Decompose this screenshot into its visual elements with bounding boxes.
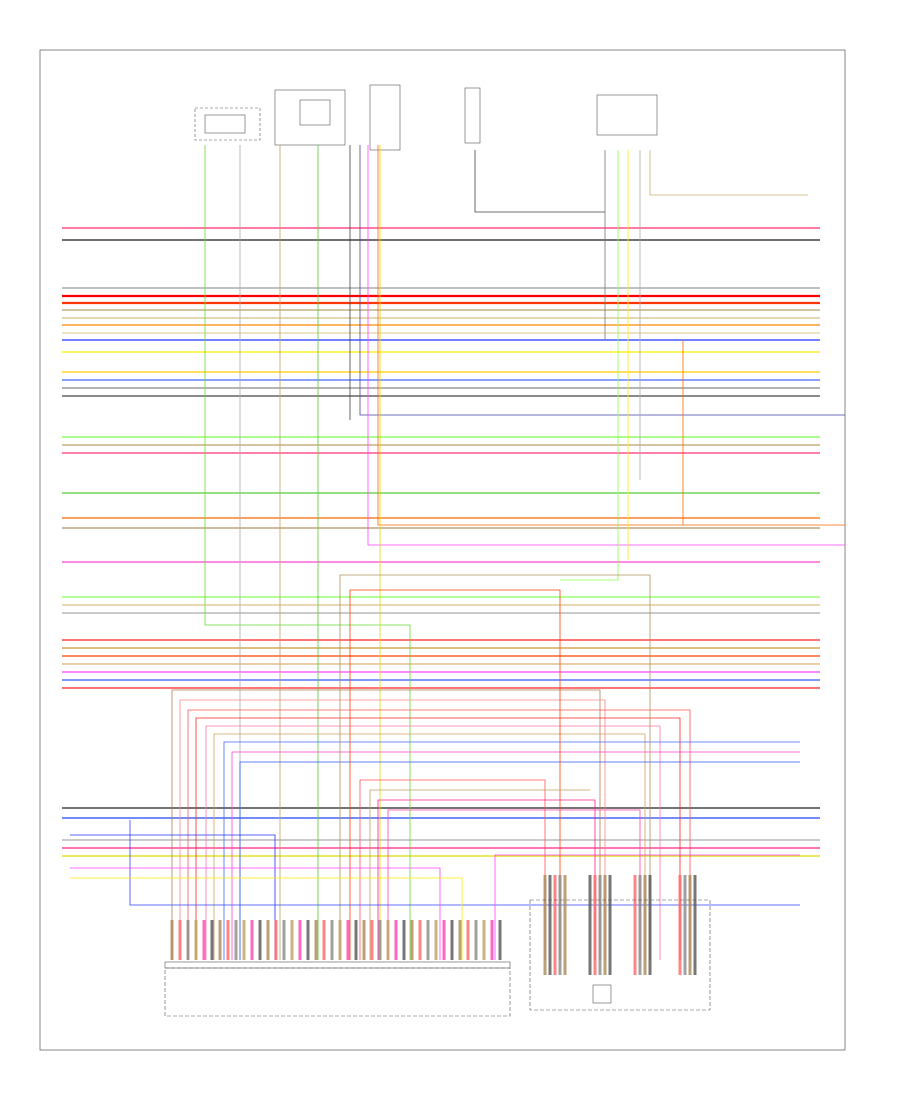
left-pin-37 — [466, 920, 470, 960]
right-pin-1 — [548, 875, 552, 975]
lower-bundle — [70, 574, 800, 960]
top-sensor-4 — [596, 94, 658, 136]
left-pin-2 — [186, 920, 190, 960]
left-pin-12 — [266, 920, 270, 960]
left-pin-3 — [194, 920, 198, 960]
right-pin-16 — [688, 875, 692, 975]
left-pin-15 — [290, 920, 294, 960]
top-sensor-2 — [274, 89, 346, 146]
right-pin-17 — [693, 875, 697, 975]
left-pin-19 — [322, 920, 326, 960]
left-pin-38 — [474, 920, 478, 960]
left-pin-1 — [178, 920, 182, 960]
left-pin-8 — [234, 920, 238, 960]
right-pin-13 — [648, 875, 652, 975]
left-pin-30 — [410, 920, 414, 960]
right-pin-11 — [638, 875, 642, 975]
left-pin-13 — [274, 920, 278, 960]
right-pin-9 — [608, 875, 612, 975]
top-sensor-3 — [369, 84, 481, 151]
left-pin-27 — [386, 920, 390, 960]
left-pin-33 — [434, 920, 438, 960]
diagram-frame — [39, 49, 846, 1051]
left-pin-21 — [338, 920, 342, 960]
left-pin-9 — [242, 920, 246, 960]
right-pin-0 — [543, 875, 547, 975]
left-pin-5 — [210, 920, 214, 960]
left-pin-28 — [394, 920, 398, 960]
left-pin-34 — [442, 920, 446, 960]
connector-pins-right — [529, 875, 711, 1011]
right-pin-7 — [598, 875, 602, 975]
left-pin-23 — [354, 920, 358, 960]
left-pin-22 — [346, 920, 350, 960]
top-sensor-1 — [194, 107, 261, 141]
left-pin-18 — [314, 920, 318, 960]
left-pin-7 — [226, 920, 230, 960]
left-pin-26 — [378, 920, 382, 960]
left-pin-14 — [282, 920, 286, 960]
left-pin-41 — [498, 920, 502, 960]
left-pin-25 — [370, 920, 374, 960]
left-pin-32 — [426, 920, 430, 960]
right-pin-2 — [553, 875, 557, 975]
left-pin-29 — [402, 920, 406, 960]
right-pin-5 — [588, 875, 592, 975]
right-pin-3 — [558, 875, 562, 975]
left-pin-10 — [250, 920, 254, 960]
left-pin-40 — [490, 920, 494, 960]
right-pin-12 — [643, 875, 647, 975]
left-pin-11 — [258, 920, 262, 960]
left-pin-6 — [218, 920, 222, 960]
left-pin-35 — [450, 920, 454, 960]
left-pin-0 — [170, 920, 174, 960]
left-pin-16 — [298, 920, 302, 960]
left-pin-24 — [362, 920, 366, 960]
right-pin-8 — [603, 875, 607, 975]
right-pin-4 — [563, 875, 567, 975]
left-pin-17 — [306, 920, 310, 960]
left-pin-31 — [418, 920, 422, 960]
vertical-wires — [204, 145, 845, 960]
left-pin-4 — [202, 920, 206, 960]
left-pin-36 — [458, 920, 462, 960]
wire-bundle — [62, 227, 820, 857]
connector-pins-left — [164, 920, 511, 1017]
right-pin-15 — [683, 875, 687, 975]
right-pin-6 — [593, 875, 597, 975]
left-pin-39 — [482, 920, 486, 960]
left-pin-20 — [330, 920, 334, 960]
right-pin-14 — [678, 875, 682, 975]
right-pin-10 — [633, 875, 637, 975]
